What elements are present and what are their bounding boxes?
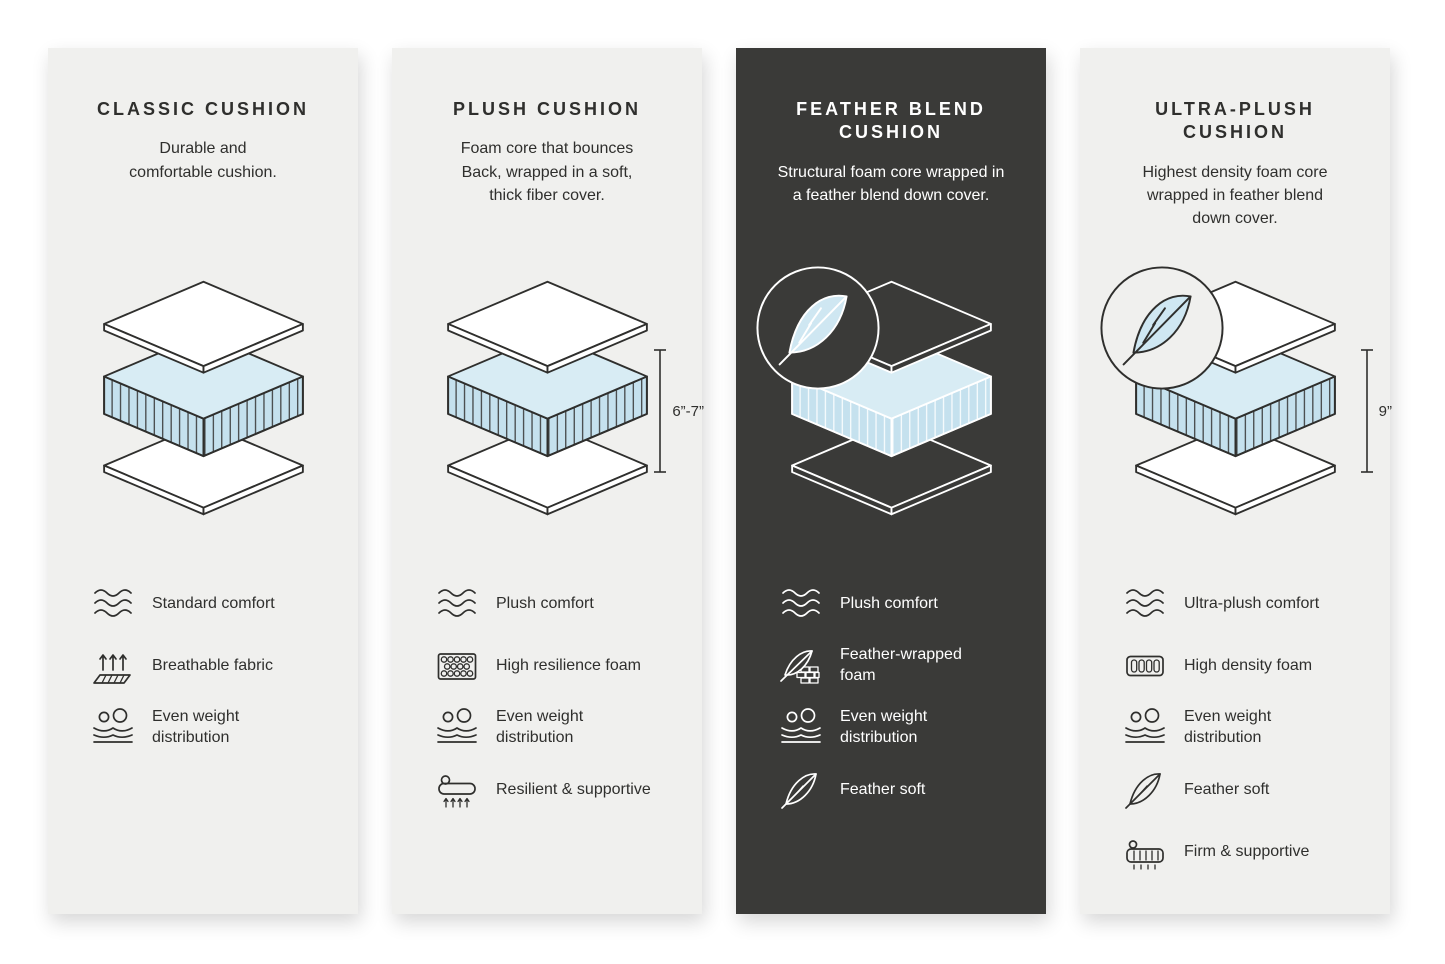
card-header: ULTRA-PLUSH CUSHION Highest density foam… [1104,48,1366,248]
feature-label: Even weight distribution [840,708,928,746]
cushion-comparison-board: CLASSIC CUSHION Durable and comfortable … [48,48,1392,914]
cushion-diagram: 6”-7” [416,248,704,548]
feather-badge-icon [756,266,880,390]
feature-item: Feather soft [778,768,1022,812]
wave-icon [1122,584,1168,624]
card-description: Structural foam core wrapped in a feathe… [777,163,1005,204]
feature-item: Breathable fabric [90,644,334,688]
cushion-diagram [72,248,334,548]
feature-label: High density foam [1184,656,1313,674]
height-measurement: 6”-7” [653,348,704,474]
feature-label: Even weight distribution [1184,708,1272,746]
feature-label: Feather-wrapped foam [840,646,962,684]
measure-bracket-icon [1360,349,1373,473]
feature-item: High density foam [1122,644,1366,688]
feature-list: Plush comfort Feather-wrapped foam Even … [760,582,1022,812]
even-weight-icon [1122,708,1168,748]
feature-label: Feather soft [1184,780,1270,798]
foam-core-layer [446,333,648,458]
bottom-sheet-layer [1134,422,1336,516]
cushion-layers-diagram [102,280,304,516]
cushion-diagram: 9” [1100,248,1392,548]
feather-icon [1122,770,1168,810]
card-title: ULTRA-PLUSH CUSHION [1155,99,1315,143]
feature-item: Feather-wrapped foam [778,644,1022,688]
height-measurement: 9” [1360,348,1392,474]
feature-item: Firm & supportive [1122,830,1366,874]
feature-label: High resilience foam [496,656,641,674]
feature-list: Ultra-plush comfort High density foam Ev… [1104,582,1366,874]
feature-label: Standard comfort [152,594,275,612]
card-description: Durable and comfortable cushion. [129,140,277,181]
feature-label: Firm & supportive [1184,842,1310,860]
feature-item: Even weight distribution [434,706,678,750]
card-ultra-plush-cushion: ULTRA-PLUSH CUSHION Highest density foam… [1080,48,1392,914]
card-title: CLASSIC CUSHION [96,99,309,119]
firm-icon [1122,832,1168,872]
feature-label: Even weight distribution [496,708,584,746]
feature-label: Plush comfort [840,594,938,612]
bottom-sheet-layer [446,422,648,516]
card-title: PLUSH CUSHION [452,99,641,119]
wave-icon [434,584,480,624]
feature-item: Even weight distribution [778,706,1022,750]
feature-item: Standard comfort [90,582,334,626]
card-description: Highest density foam core wrapped in fea… [1142,163,1328,228]
cushion-layers-diagram [446,280,648,516]
feature-item: Ultra-plush comfort [1122,582,1366,626]
foam-core-layer [102,333,304,458]
breathable-icon [90,646,136,686]
card-description: Foam core that bounces Back, wrapped in … [460,140,634,204]
bottom-sheet-layer [790,422,992,516]
wave-icon [90,584,136,624]
card-plush-cushion: PLUSH CUSHION Foam core that bounces Bac… [392,48,704,914]
top-sheet-layer [102,280,304,374]
card-title: FEATHER BLEND CUSHION [796,99,986,143]
supportive-icon [434,770,480,810]
feature-item: Feather soft [1122,768,1366,812]
even-weight-icon [778,708,824,748]
feature-item: Even weight distribution [1122,706,1366,750]
feature-item: Plush comfort [434,582,678,626]
wave-icon [778,584,824,624]
feature-item: Plush comfort [778,582,1022,626]
card-header: FEATHER BLEND CUSHION Structural foam co… [760,48,1022,248]
top-sheet-layer [446,280,648,374]
feature-label: Feather soft [840,780,926,798]
feather-foam-icon [778,646,824,686]
feature-label: Resilient & supportive [496,780,651,798]
feature-item: Even weight distribution [90,706,334,750]
feather-icon [778,770,824,810]
bottom-sheet-layer [102,422,304,516]
feature-label: Plush comfort [496,594,594,612]
card-header: CLASSIC CUSHION Durable and comfortable … [72,48,334,248]
feature-list: Standard comfort Breathable fabric Even … [72,582,334,750]
card-classic-cushion: CLASSIC CUSHION Durable and comfortable … [48,48,358,914]
even-weight-icon [434,708,480,748]
feature-label: Breathable fabric [152,656,273,674]
feature-item: High resilience foam [434,644,678,688]
feature-label: Even weight distribution [152,708,240,746]
card-feather-blend-cushion: FEATHER BLEND CUSHION Structural foam co… [736,48,1046,914]
resilience-foam-icon [434,646,480,686]
density-foam-icon [1122,646,1168,686]
card-header: PLUSH CUSHION Foam core that bounces Bac… [416,48,678,248]
measure-label: 6”-7” [672,402,704,420]
measure-bracket-icon [654,349,667,473]
even-weight-icon [90,708,136,748]
feather-badge-icon [1100,266,1224,390]
feature-list: Plush comfort High resilience foam Even … [416,582,678,812]
feature-item: Resilient & supportive [434,768,678,812]
feature-label: Ultra-plush comfort [1184,594,1320,612]
measure-label: 9” [1378,402,1392,420]
cushion-diagram [756,248,1022,548]
